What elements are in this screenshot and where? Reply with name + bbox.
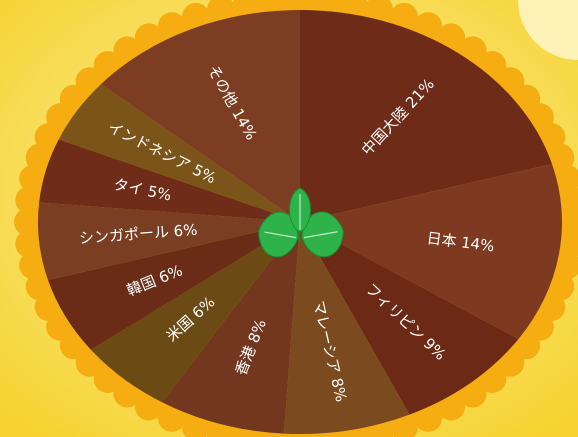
pie-slice	[38, 202, 301, 281]
sprout-leaf-icon	[258, 187, 344, 258]
pie-slice	[300, 10, 552, 222]
pie-slice	[39, 139, 301, 222]
pie-slice	[283, 222, 410, 435]
pie-slice	[101, 10, 300, 222]
pie-slice	[90, 222, 300, 403]
pie-slice	[300, 163, 563, 340]
pie-slice	[162, 222, 300, 434]
pie-slices	[38, 10, 563, 435]
pie-slice	[300, 222, 519, 415]
leaf-icon	[289, 187, 311, 233]
sun-glow	[518, 0, 578, 60]
pie-slice	[58, 84, 300, 222]
leaf-icon	[301, 211, 344, 258]
pie-slice	[48, 222, 300, 350]
